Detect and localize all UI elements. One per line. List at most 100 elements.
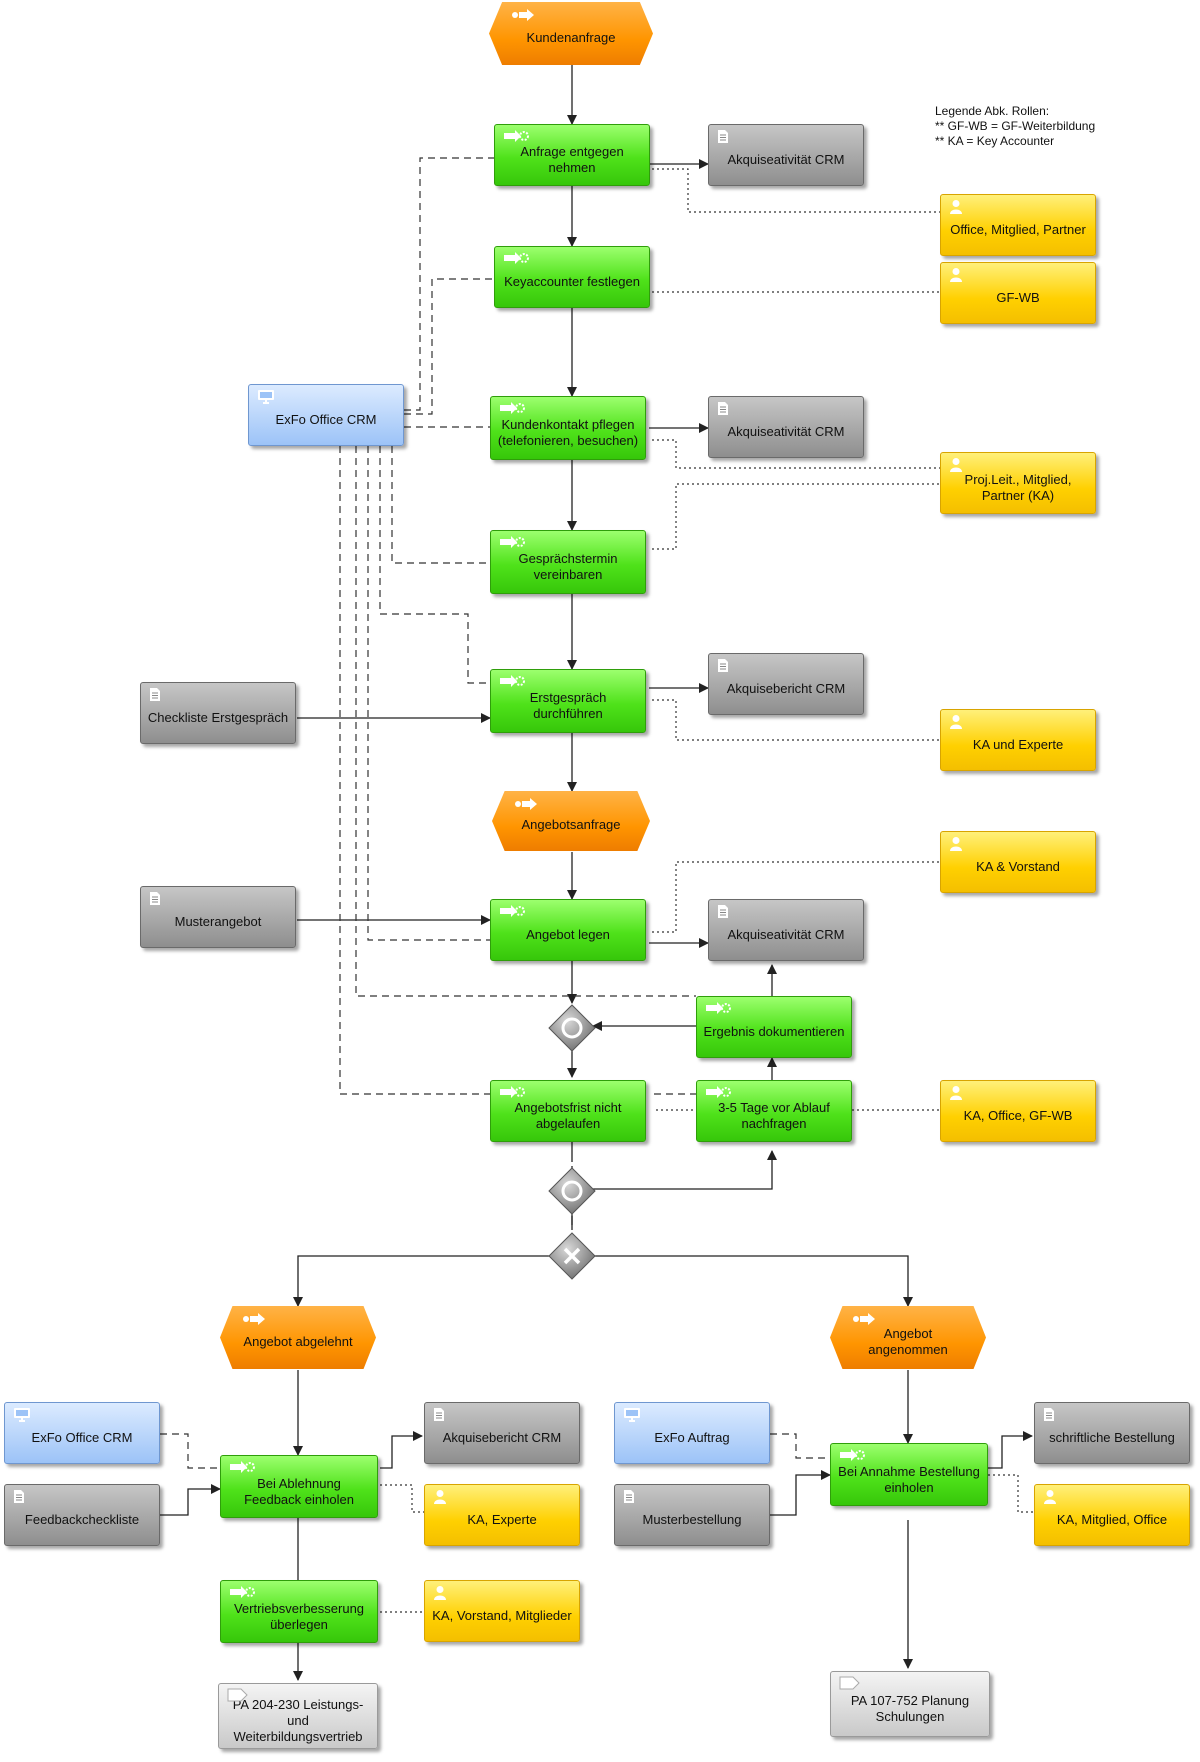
function-label: Erstgespräch durchführen <box>529 690 607 721</box>
system-exfo-auftrag[interactable]: ExFo Auftrag <box>614 1402 770 1464</box>
system-label: ExFo Office CRM <box>275 412 377 427</box>
legend: Legende Abk. Rollen: ** GF-WB = GF-Weite… <box>935 104 1095 149</box>
document-label: Checkliste Erstgespräch <box>147 710 289 725</box>
document-schriftliche-bestellung[interactable]: schriftliche Bestellung <box>1034 1402 1190 1464</box>
role-label: KA und Experte <box>972 737 1064 752</box>
event-angebotsanfrage[interactable]: Angebotsanfrage <box>492 791 650 851</box>
person-icon <box>949 714 963 734</box>
function-label: Angebot legen <box>526 927 610 942</box>
document-label: Akquiseativität CRM <box>727 424 845 439</box>
person-icon <box>949 199 963 219</box>
interface-pa-204-230[interactable]: PA 204-230 Leistungs- und Weiterbildungs… <box>218 1683 378 1749</box>
role-gf-wb[interactable]: GF-WB <box>940 262 1096 324</box>
document-icon <box>717 658 729 677</box>
function-nachfragen[interactable]: 3-5 Tage vor Ablauf nachfragen <box>696 1080 852 1142</box>
system-label: ExFo Office CRM <box>31 1430 133 1445</box>
document-akquiseativitaet-3[interactable]: Akquiseativität CRM <box>708 899 864 961</box>
document-icon <box>149 891 161 910</box>
document-label: Akquiseativität CRM <box>727 152 845 167</box>
document-label: Musterangebot <box>174 914 262 929</box>
document-label: Akquisebericht CRM <box>442 1430 562 1445</box>
function-label: Kundenkontakt pflegen (telefonieren, bes… <box>497 417 639 448</box>
document-label: Akquisebericht CRM <box>726 681 846 696</box>
function-label: Bei Ablehnung Feedback einholen <box>244 1475 354 1507</box>
document-icon <box>717 904 729 923</box>
event-kundenanfrage[interactable]: Kundenanfrage <box>489 2 653 65</box>
legend-line-ka: ** KA = Key Accounter <box>935 134 1055 148</box>
event-icon <box>511 8 537 26</box>
event-icon <box>514 797 540 815</box>
function-label: Vertriebsverbesserung überlegen <box>233 1600 365 1632</box>
document-icon <box>1043 1407 1055 1426</box>
event-label: Angebot abgelehnt <box>243 1333 353 1349</box>
document-akquisebericht-2[interactable]: Akquisebericht CRM <box>424 1402 580 1464</box>
document-akquisebericht-1[interactable]: Akquisebericht CRM <box>708 653 864 715</box>
document-label: Feedbackcheckliste <box>24 1512 140 1527</box>
event-icon <box>852 1312 878 1330</box>
document-feedbackcheckliste[interactable]: Feedbackcheckliste <box>4 1484 160 1546</box>
system-exfo-office-crm-left[interactable]: ExFo Office CRM <box>4 1402 160 1464</box>
function-label: Bei Annahme Bestellung einholen <box>838 1463 980 1495</box>
document-label: Musterbestellung <box>642 1512 742 1527</box>
function-erstgespraech-durchfuehren[interactable]: Erstgespräch durchführen <box>490 669 646 733</box>
function-label: Gesprächstermin vereinbaren <box>518 551 618 582</box>
function-icon <box>499 535 525 553</box>
role-office-mitglied-partner[interactable]: Office, Mitglied, Partner <box>940 194 1096 256</box>
role-ka-und-experte[interactable]: KA und Experte <box>940 709 1096 771</box>
function-anfrage-entgegen-nehmen[interactable]: Anfrage entgegen nehmen <box>494 124 650 186</box>
role-ka-mitglied-office[interactable]: KA, Mitglied, Office <box>1034 1484 1190 1546</box>
role-label: Office, Mitglied, Partner <box>950 222 1086 237</box>
function-label: Ergebnis dokumentieren <box>703 1024 845 1039</box>
document-checkliste-erstgespraech[interactable]: Checkliste Erstgespräch <box>140 682 296 744</box>
document-akquiseativitaet-2[interactable]: Akquiseativität CRM <box>708 396 864 458</box>
document-akquiseativitaet-1[interactable]: Akquiseativität CRM <box>708 124 864 186</box>
function-ergebnis-dokumentieren[interactable]: Ergebnis dokumentieren <box>696 996 852 1058</box>
event-label: Angebot angenommen <box>868 1325 948 1357</box>
function-kundenkontakt-pflegen[interactable]: Kundenkontakt pflegen (telefonieren, bes… <box>490 396 646 460</box>
legend-title: Legende Abk. Rollen: <box>935 104 1050 118</box>
role-ka-vorstand[interactable]: KA & Vorstand <box>940 831 1096 893</box>
function-angebot-legen[interactable]: Angebot legen <box>490 899 646 961</box>
person-icon <box>433 1585 447 1605</box>
function-angebotsfrist-nicht-abgelaufen[interactable]: Angebotsfrist nicht abgelaufen <box>490 1080 646 1142</box>
function-icon <box>839 1448 865 1466</box>
person-icon <box>949 1085 963 1105</box>
event-label: Kundenanfrage <box>526 29 616 45</box>
role-label: KA, Mitglied, Office <box>1056 1512 1168 1527</box>
interface-icon <box>839 1676 861 1694</box>
monitor-icon <box>623 1407 641 1426</box>
event-label: Angebotsanfrage <box>521 817 621 832</box>
function-keyaccounter-festlegen[interactable]: Keyaccounter festlegen <box>494 246 650 308</box>
event-angebot-abgelehnt[interactable]: Angebot abgelehnt <box>220 1306 376 1369</box>
interface-pa-107-752[interactable]: PA 107-752 Planung Schulungen <box>830 1671 990 1737</box>
function-vertriebsverbesserung[interactable]: Vertriebsverbesserung überlegen <box>220 1580 378 1643</box>
system-exfo-office-crm-main[interactable]: ExFo Office CRM <box>248 384 404 446</box>
role-label: Proj.Leit., Mitglied, Partner (KA) <box>964 472 1072 503</box>
document-musterangebot[interactable]: Musterangebot <box>140 886 296 948</box>
role-ka-experte[interactable]: KA, Experte <box>424 1484 580 1546</box>
interface-label: PA 204-230 Leistungs- und Weiterbildungs… <box>232 1697 364 1744</box>
function-bestellung-einholen[interactable]: Bei Annahme Bestellung einholen <box>830 1443 988 1506</box>
function-label: 3-5 Tage vor Ablauf nachfragen <box>718 1100 830 1131</box>
system-label: ExFo Auftrag <box>654 1430 730 1445</box>
function-feedback-einholen[interactable]: Bei Ablehnung Feedback einholen <box>220 1455 378 1518</box>
function-icon <box>499 904 525 922</box>
gateway-or-2 <box>548 1167 596 1215</box>
function-icon <box>705 1001 731 1019</box>
role-ka-office-gf-wb[interactable]: KA, Office, GF-WB <box>940 1080 1096 1142</box>
document-musterbestellung[interactable]: Musterbestellung <box>614 1484 770 1546</box>
event-angebot-angenommen[interactable]: Angebot angenommen <box>830 1306 986 1369</box>
role-label: KA, Experte <box>467 1512 537 1527</box>
person-icon <box>949 836 963 856</box>
function-icon <box>503 251 529 269</box>
interface-label: PA 107-752 Planung Schulungen <box>850 1693 970 1724</box>
function-gespraechstermin-vereinbaren[interactable]: Gesprächstermin vereinbaren <box>490 530 646 594</box>
role-label: GF-WB <box>996 290 1040 305</box>
role-ka-vorstand-mitglieder[interactable]: KA, Vorstand, Mitglieder <box>424 1580 580 1642</box>
person-icon <box>433 1489 447 1509</box>
legend-line-gf-wb: ** GF-WB = GF-Weiterbildung <box>935 119 1096 133</box>
function-icon <box>503 129 529 147</box>
role-projleit-mitglied-partner[interactable]: Proj.Leit., Mitglied, Partner (KA) <box>940 452 1096 514</box>
function-icon <box>229 1460 255 1478</box>
function-icon <box>705 1085 731 1103</box>
